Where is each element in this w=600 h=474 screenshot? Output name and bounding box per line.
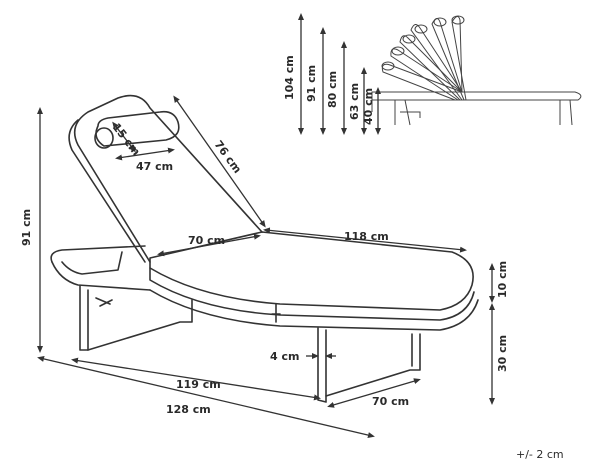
label-leg-4: 4 cm <box>270 350 299 363</box>
front-leg <box>317 327 327 403</box>
backrest-76-arrow <box>173 95 266 228</box>
label-91-small: 91 cm <box>305 65 318 102</box>
label-40: 40 cm <box>362 88 375 125</box>
label-pillow-47: 47 cm <box>136 160 173 173</box>
frame-head <box>50 245 146 263</box>
frame-side <box>149 289 479 331</box>
label-pillow-15: 15 cm <box>110 121 143 158</box>
label-cushion-10: 10 cm <box>496 261 509 298</box>
label-80: 80 cm <box>326 71 339 108</box>
label-seat-30: 30 cm <box>496 335 509 372</box>
tolerance-note: +/- 2 cm <box>516 448 564 461</box>
seat-70-arrow <box>157 233 261 257</box>
label-seat-70: 70 cm <box>188 234 225 247</box>
label-length-118: 118 cm <box>344 230 389 243</box>
seat-cushion <box>149 231 474 311</box>
total-128-arrow <box>37 355 375 439</box>
label-104: 104 cm <box>283 55 296 100</box>
label-frame-119: 119 cm <box>176 378 221 391</box>
length-118-arrow <box>263 227 467 253</box>
pillow-15-arrow <box>112 121 136 153</box>
label-91-main: 91 cm <box>20 209 33 246</box>
label-total-128: 128 cm <box>166 403 211 416</box>
label-63: 63 cm <box>348 83 361 120</box>
lounger <box>50 94 479 403</box>
backrest <box>73 94 263 263</box>
pillow-47-arrow <box>115 147 175 161</box>
recline-positions-diagram <box>371 15 582 126</box>
label-width-70: 70 cm <box>372 395 409 408</box>
